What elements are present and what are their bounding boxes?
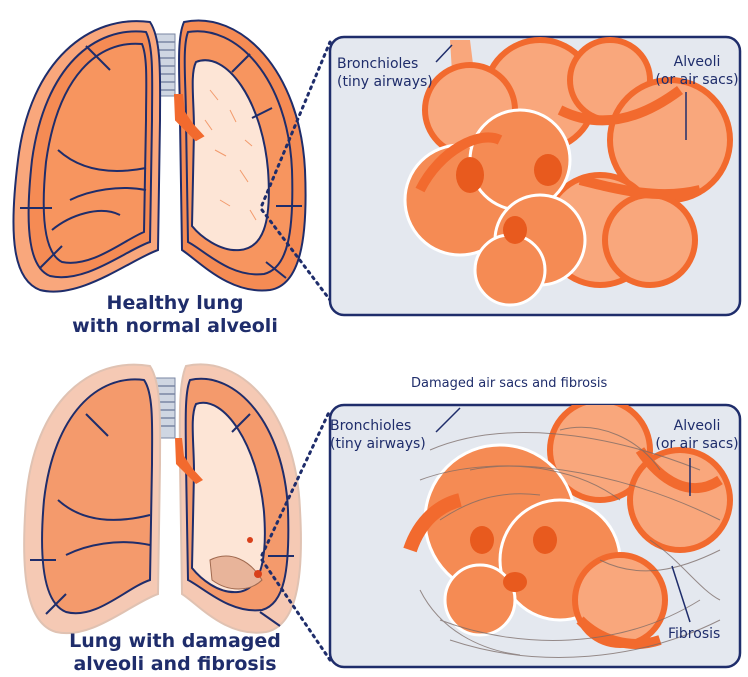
healthy-caption-line2: with normal alveoli [40, 315, 310, 338]
bronchioles-label-bottom: Bronchioles (tiny airways) [330, 418, 426, 453]
bronchioles-label-top-line1: Bronchioles [337, 56, 433, 74]
bronchioles-label-bottom-line1: Bronchioles [330, 418, 426, 436]
fibrosis-label: Fibrosis [668, 626, 720, 644]
healthy-lung [13, 20, 305, 291]
alveoli-label-top-line2: (or air sacs) [646, 72, 748, 90]
healthy-caption-line1: Healthy lung [40, 292, 310, 315]
alveoli-label-bottom-line2: (or air sacs) [646, 436, 748, 454]
healthy-lung-caption: Healthy lung with normal alveoli [40, 292, 310, 338]
bronchioles-label-top-line2: (tiny airways) [337, 74, 433, 92]
damaged-caption-line2: alveoli and fibrosis [25, 653, 325, 676]
damaged-caption-line1: Lung with damaged [25, 630, 325, 653]
alveoli-label-top: Alveoli (or air sacs) [646, 54, 748, 89]
bronchioles-label-bottom-line2: (tiny airways) [330, 436, 426, 454]
alveoli-label-bottom-line1: Alveoli [646, 418, 748, 436]
damaged-lung [24, 364, 301, 633]
alveoli-label-top-line1: Alveoli [646, 54, 748, 72]
damaged-heading: Damaged air sacs and fibrosis [411, 376, 607, 392]
alveoli-label-bottom: Alveoli (or air sacs) [646, 418, 748, 453]
damaged-lung-caption: Lung with damaged alveoli and fibrosis [25, 630, 325, 676]
bronchioles-label-top: Bronchioles (tiny airways) [337, 56, 433, 91]
